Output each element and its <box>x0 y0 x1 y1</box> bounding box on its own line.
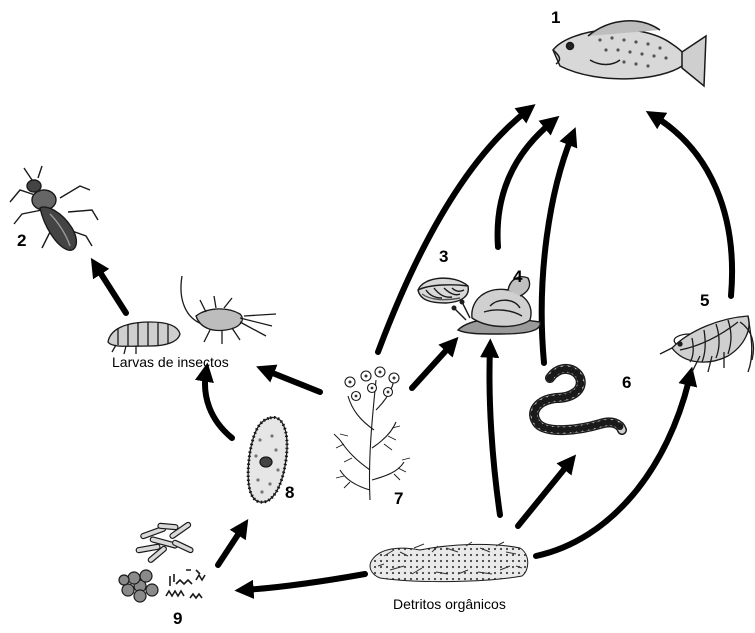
arrow-detritus-to-worm <box>518 462 570 526</box>
organism-number-9: 9 <box>173 610 182 627</box>
arrow-plant-to-snail <box>412 344 452 388</box>
organism-number-8: 8 <box>285 484 294 501</box>
arrow-detritus-to-shrimp <box>536 376 690 556</box>
arrow-protozoan-to-larvae <box>205 372 232 438</box>
protozoan-icon <box>248 417 287 502</box>
organic-detritus-label: Detritos orgânicos <box>393 597 506 611</box>
aquatic-plant-icon <box>334 367 410 500</box>
arrow-worm-to-fish <box>542 136 572 363</box>
microorganisms-icon <box>119 521 205 602</box>
insect-larvae-label: Larvas de insectos <box>112 355 229 369</box>
organism-number-7: 7 <box>394 490 403 507</box>
arrow-detritus-to-microorganisms <box>244 574 365 590</box>
organism-number-3: 3 <box>439 248 448 265</box>
shrimp-icon <box>660 316 754 372</box>
organism-number-4: 4 <box>513 268 522 285</box>
organic-detritus-icon <box>370 542 528 582</box>
clam-icon <box>418 278 468 303</box>
arrow-larvae-to-beetle <box>96 266 126 313</box>
arrow-shrimp-to-fish <box>654 116 732 296</box>
insect-larvae-icon <box>108 276 276 354</box>
arrow-microorganisms-to-protozoan <box>218 527 243 565</box>
organism-number-2: 2 <box>17 232 26 249</box>
organism-number-5: 5 <box>700 292 709 309</box>
arrow-snail-to-fish <box>498 122 552 247</box>
arrow-plant-to-larvae <box>265 370 320 392</box>
organism-number-1: 1 <box>551 9 560 26</box>
arrows <box>96 110 732 590</box>
worm-icon <box>534 369 622 430</box>
arrow-detritus-to-snail <box>489 348 500 515</box>
organism-number-6: 6 <box>622 374 631 391</box>
fish-icon <box>553 21 706 86</box>
